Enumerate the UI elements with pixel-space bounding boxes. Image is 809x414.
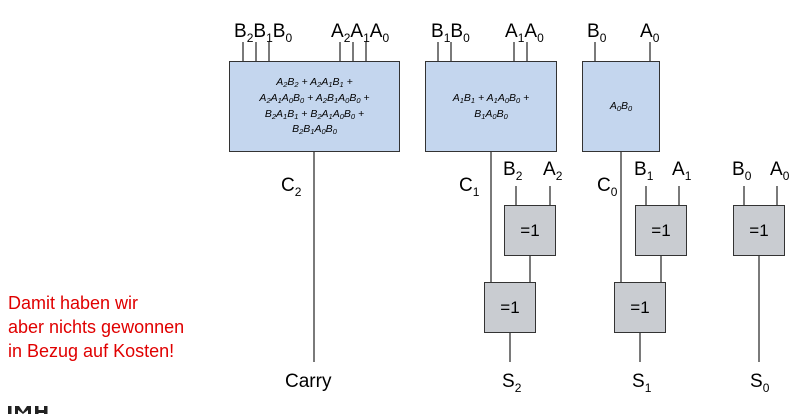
expression-line: B1A0B0: [474, 107, 508, 121]
xor-input-label-b2: B2: [503, 159, 523, 183]
xor-gate-a1-b1: =1: [635, 205, 687, 256]
c0-expression: A0B0: [610, 99, 632, 115]
carry-logic-box-c0: A0B0: [582, 61, 660, 152]
output-label-s2: S2: [502, 371, 522, 395]
input-group-b1b0: B1B0: [431, 21, 470, 45]
expression-line: A2A1A0B0 + A2B1A0B0 +: [259, 91, 370, 105]
output-label-s1: S1: [632, 371, 652, 395]
input-label-a-c2: A2A1A0: [331, 22, 389, 44]
expression-line: B2A1B1 + B2A1A0B0 +: [264, 107, 365, 121]
output-label-s0: S0: [750, 371, 770, 395]
university-logo: [8, 406, 48, 414]
xor-gate-a0-b0: =1: [733, 205, 785, 256]
xor-input-label-b1: B1: [634, 159, 654, 183]
input-group-a1a0: A1A0: [505, 21, 544, 45]
input-group-a2a1a0: A2A1A0: [331, 21, 390, 45]
xor-gate-sum-s1: =1: [614, 282, 666, 333]
expression-line: A1B1 + A1A0B0 +: [452, 91, 530, 105]
xor-input-label-a0: A0: [770, 159, 790, 183]
cost-note: Damit haben wir aber nichts gewonnen in …: [8, 292, 184, 364]
xor-gate-sum-s2: =1: [484, 282, 536, 333]
output-label-carry: Carry: [285, 371, 332, 392]
carry-label-c1: C1: [459, 175, 480, 199]
input-label-b-c1: B1B0: [431, 22, 470, 44]
xor-input-label-b0: B0: [732, 159, 752, 183]
xor-gate-a2-b2: =1: [504, 205, 556, 256]
xor-input-label-a1: A1: [672, 159, 692, 183]
input-label-a-c1: A1A0: [505, 22, 544, 44]
xor-input-label-a2: A2: [543, 159, 563, 183]
expression-line: A0B0: [609, 99, 633, 113]
input-group-b0: B0: [587, 21, 607, 45]
cost-note-line-3: in Bezug auf Kosten!: [8, 340, 175, 361]
carry-label-c2: C2: [281, 175, 302, 199]
c1-expression: A1B1 + A1A0B0 + B1A0B0: [453, 91, 530, 123]
cost-note-line-1: Damit haben wir: [8, 293, 139, 313]
input-label-b-c2: B2B1B0: [234, 22, 292, 44]
input-group-b2b1b0: B2B1B0: [234, 21, 293, 45]
input-group-a0: A0: [640, 21, 660, 45]
input-label-a-c0: A0: [640, 22, 659, 44]
c2-expression: A2B2 + A2A1B1 + A2A1A0B0 + A2B1A0B0 + B2A1…: [259, 75, 369, 139]
carry-logic-box-c1: A1B1 + A1A0B0 + B1A0B0: [425, 61, 557, 152]
carry-logic-box-c2: A2B2 + A2A1B1 + A2A1A0B0 + A2B1A0B0 + B2A1…: [229, 61, 400, 152]
carry-label-c0: C0: [597, 175, 618, 199]
expression-line: A2B2 + A2A1B1 +: [276, 75, 353, 89]
expression-line: B2B1A0B0: [292, 123, 337, 137]
input-label-b-c0: B0: [587, 22, 606, 44]
cost-note-line-2: aber nichts gewonnen: [8, 316, 185, 337]
